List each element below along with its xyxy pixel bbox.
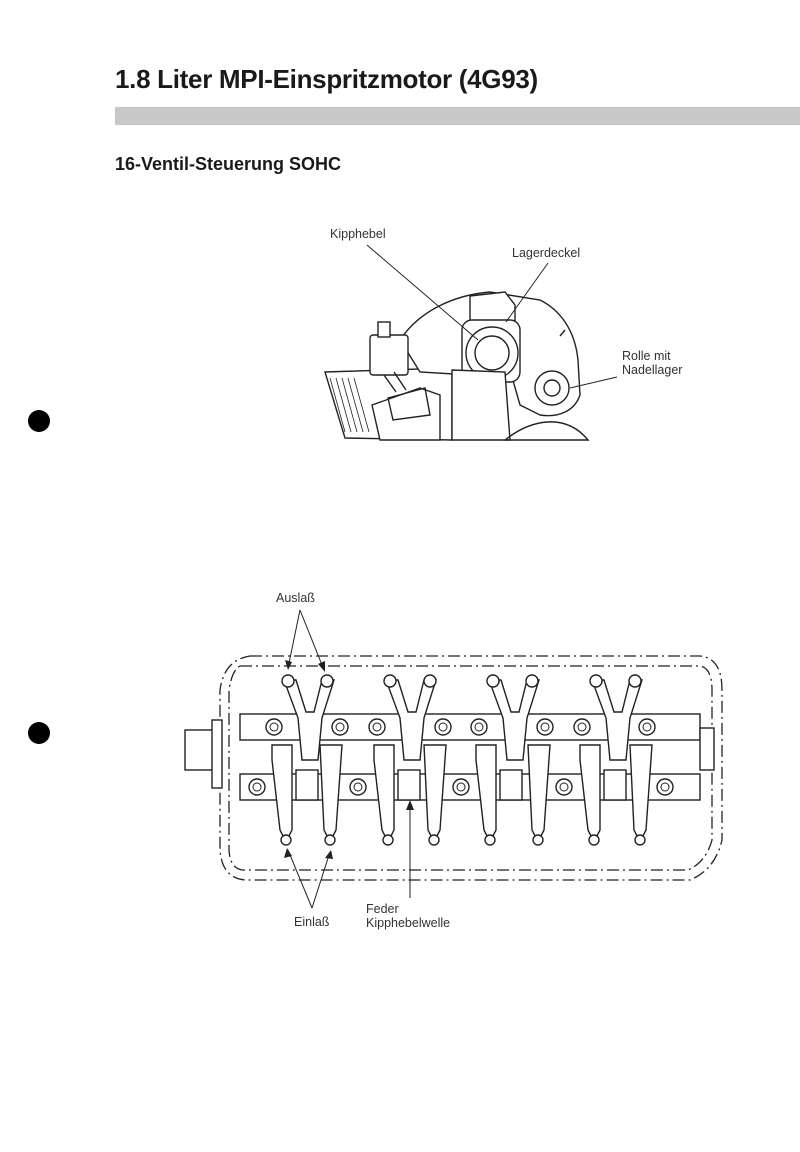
hatch-lines (329, 377, 370, 433)
label-rolle-line1: Rolle mit (622, 349, 671, 363)
rocker-arm-diagram (324, 244, 618, 441)
punch-hole-lower (28, 722, 50, 744)
exhaust-rocker-arms (281, 674, 643, 761)
label-kipphebel: Kipphebel (330, 227, 386, 241)
label-lagerdeckel: Lagerdeckel (512, 246, 581, 260)
center-blocks (295, 769, 627, 801)
title-bar (115, 107, 800, 125)
lower-shaft-bolts (248, 778, 674, 796)
upper-shaft-bolts (265, 718, 656, 736)
punch-hole-upper (28, 410, 50, 432)
intake-rocker-arms (271, 744, 653, 846)
label-rolle-line2: Nadellager (622, 363, 683, 377)
page-title: 1.8 Liter MPI-Einspritzmotor (4G93) (115, 64, 538, 94)
label-feder-line1: Feder (366, 902, 399, 916)
section-title: 16-Ventil-Steuerung SOHC (115, 154, 342, 174)
label-einlass: Einlaß (294, 915, 330, 929)
label-feder-line2: Kipphebelwelle (366, 916, 451, 930)
label-auslass: Auslaß (276, 591, 315, 605)
